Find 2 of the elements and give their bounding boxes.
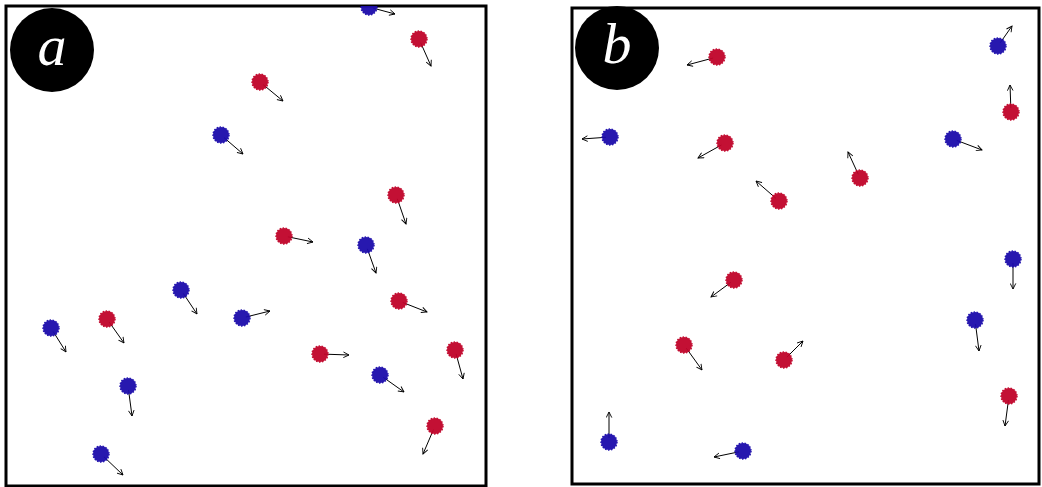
panel-label-badge: b — [575, 6, 659, 90]
panel-label-badge: a — [10, 8, 94, 92]
